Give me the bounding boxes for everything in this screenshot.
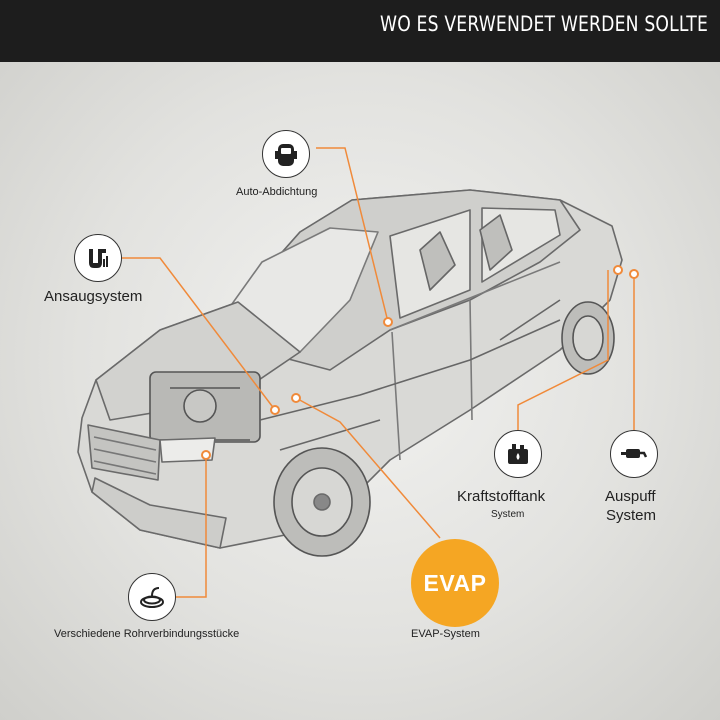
line-hoses (176, 455, 207, 598)
header-bar: WO ES VERWENDET WERDEN SOLLTE (0, 0, 720, 62)
point-fuel-tank (613, 265, 623, 275)
line-evap (295, 397, 441, 539)
page-title: WO ES VERWENDET WERDEN SOLLTE (379, 12, 708, 36)
sealing-label: Auto-Abdichtung (236, 186, 318, 198)
point-hoses (201, 450, 211, 460)
fuel-tank-label: Kraftstofftank (457, 488, 546, 505)
exhaust-label: Auspuff (605, 488, 656, 505)
exhaust-sublabel: System (606, 507, 657, 524)
point-intake (270, 405, 280, 415)
point-exhaust (629, 269, 639, 279)
hoses-label: Verschiedene Rohrverbindungsstücke (54, 628, 240, 640)
fuel-tank-icon (494, 430, 542, 478)
evap-label: EVAP-System (411, 628, 480, 640)
coiled-hose-icon (128, 573, 176, 621)
line-intake (108, 257, 276, 411)
muffler-icon (610, 430, 658, 478)
fuel-tank-sublabel: System (491, 509, 525, 520)
intake-label: Ansaugsystem (44, 288, 143, 305)
line-fuel-tank (517, 270, 609, 430)
intake-pipe-icon (74, 234, 122, 282)
line-sealing (316, 147, 389, 323)
point-sealing (383, 317, 393, 327)
car-door-icon (262, 130, 310, 178)
point-evap (291, 393, 301, 403)
evap-badge: EVAP (411, 539, 499, 627)
